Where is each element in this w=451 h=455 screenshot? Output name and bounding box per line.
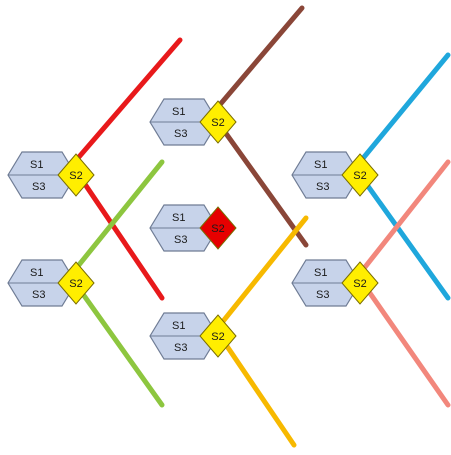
s1-label: S1 — [172, 106, 185, 118]
s2-label: S2 — [211, 223, 224, 235]
s3-label: S3 — [174, 234, 187, 246]
s1-label: S1 — [172, 212, 185, 224]
s2-face — [341, 153, 379, 197]
s3-label: S3 — [32, 289, 45, 301]
s2-label: S2 — [353, 170, 366, 182]
s3-label: S3 — [316, 181, 329, 193]
s2-label: S2 — [353, 278, 366, 290]
s1-label: S1 — [314, 267, 327, 279]
units-layer: S1S3S2S1S3S2S1S3S2S1S3S2S1S3S2S1S3S2S1S3… — [7, 98, 379, 360]
s2-label: S2 — [211, 117, 224, 129]
s2-face — [199, 100, 237, 144]
s1-label: S1 — [314, 159, 327, 171]
s2-face — [199, 314, 237, 358]
s2-face — [57, 261, 95, 305]
s2-face — [341, 261, 379, 305]
s3-label: S3 — [174, 128, 187, 140]
s2-face — [199, 206, 237, 250]
s1-label: S1 — [30, 159, 43, 171]
s2-label: S2 — [211, 331, 224, 343]
s3-label: S3 — [316, 289, 329, 301]
s2-label: S2 — [69, 278, 82, 290]
s1-label: S1 — [172, 320, 185, 332]
s3-label: S3 — [32, 181, 45, 193]
s2-label: S2 — [69, 170, 82, 182]
s3-label: S3 — [174, 342, 187, 354]
s1-label: S1 — [30, 267, 43, 279]
s2-face — [57, 153, 95, 197]
lines-layer — [66, 5, 451, 448]
